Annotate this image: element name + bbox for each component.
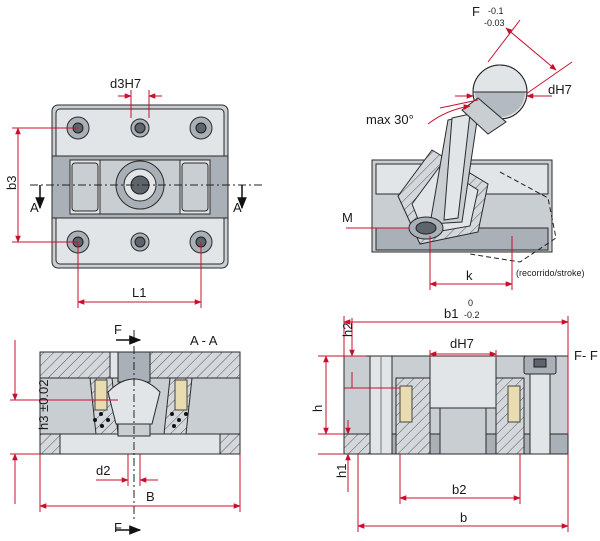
label-f-bottom: F — [114, 520, 122, 535]
screw-top-right — [189, 116, 213, 140]
label-section-aa: A - A — [190, 333, 218, 348]
label-b-width: b — [460, 510, 467, 525]
label-f-tol-lower: -0.03 — [484, 18, 505, 28]
label-dh7-section: dH7 — [450, 336, 474, 351]
label-dh7-ball: dH7 — [548, 82, 572, 97]
label-h2: h2 — [340, 323, 355, 337]
label-b3: b3 — [4, 176, 19, 190]
label-d3h7: d3H7 — [110, 76, 141, 91]
label-b2: b2 — [452, 482, 466, 497]
label-m: M — [342, 210, 353, 225]
label-max-angle: max 30° — [366, 112, 414, 127]
label-h3: h3 ±0.02 — [36, 379, 51, 430]
label-f: F — [472, 4, 480, 19]
label-section-a-right: A — [233, 200, 242, 215]
label-h: h — [310, 405, 325, 412]
label-h1: h1 — [334, 464, 349, 478]
label-b1: b1 — [444, 306, 458, 321]
label-section-a-left: A — [30, 200, 39, 215]
label-b-upper: B — [146, 489, 155, 504]
label-l1: L1 — [132, 285, 146, 300]
label-section-ff: F- F — [574, 348, 598, 363]
label-f-top: F — [114, 322, 122, 337]
section-aa-view — [10, 330, 241, 535]
label-k: k — [466, 268, 473, 283]
label-stroke-note: (recorrido/stroke) — [516, 268, 585, 278]
section-ff-view — [318, 316, 569, 532]
label-b1-tol-lower: -0.2 — [464, 310, 480, 320]
ball-joint-view — [346, 19, 573, 290]
label-b1-tol-upper: 0 — [468, 298, 473, 308]
label-d2: d2 — [96, 463, 110, 478]
label-f-tol-upper: -0.1 — [488, 6, 504, 16]
plan-view — [12, 90, 262, 308]
